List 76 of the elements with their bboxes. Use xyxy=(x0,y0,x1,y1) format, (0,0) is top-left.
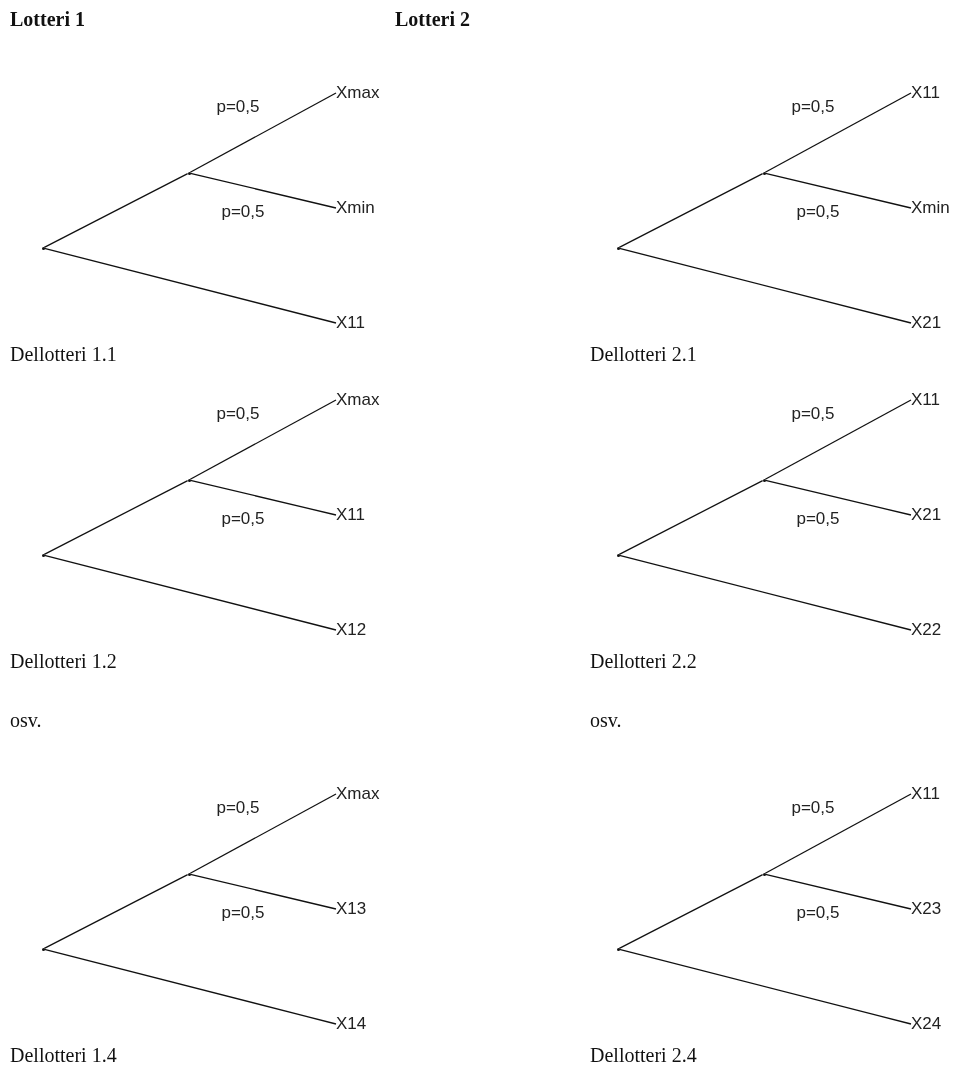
probability-label: p=0,5 xyxy=(794,509,842,528)
caption: Dellotteri 1.2 xyxy=(10,650,117,672)
branch-line xyxy=(764,793,912,874)
branch-line xyxy=(189,479,337,516)
branch-line xyxy=(764,172,912,209)
outcome-label: X11 xyxy=(911,390,940,410)
probability-label: p=0,5 xyxy=(789,799,837,817)
probability-label: p=0,5 xyxy=(214,799,262,817)
outcome-label: X23 xyxy=(911,899,942,919)
branch-point xyxy=(616,947,620,951)
probability-label: p=0,5 xyxy=(214,405,262,423)
branch-line xyxy=(43,874,189,949)
branch-line xyxy=(43,173,189,248)
probability-label: p=0,5 xyxy=(794,202,842,221)
outcome-label: Xmin xyxy=(911,198,950,218)
caption: Dellotteri 2.2 xyxy=(590,650,697,672)
heading: Lotteri 2 xyxy=(395,8,470,30)
branch-line xyxy=(618,480,764,555)
branch-line xyxy=(618,554,912,631)
branch-line xyxy=(618,948,912,1025)
branch-line xyxy=(189,399,337,480)
probability-label: p=0,5 xyxy=(219,903,267,922)
caption: Dellotteri 1.1 xyxy=(10,343,117,365)
outcome-label: Xmin xyxy=(336,198,375,218)
outcome-label: X21 xyxy=(911,505,942,525)
outcome-label: X11 xyxy=(336,313,365,333)
caption: osv. xyxy=(10,709,42,731)
branch-line xyxy=(43,480,189,555)
outcome-label: X21 xyxy=(911,313,942,333)
branch-point xyxy=(187,478,191,482)
outcome-label: X14 xyxy=(336,1014,367,1034)
probability-label: p=0,5 xyxy=(219,202,267,221)
outcome-label: X11 xyxy=(911,83,940,103)
branch-line xyxy=(764,873,912,910)
branch-point xyxy=(41,246,45,250)
caption: Dellotteri 2.1 xyxy=(590,343,697,365)
outcome-label: Xmax xyxy=(336,784,380,804)
branch-point xyxy=(41,947,45,951)
branch-point xyxy=(762,478,766,482)
probability-label: p=0,5 xyxy=(794,903,842,922)
branch-line xyxy=(764,399,912,480)
branch-point xyxy=(187,872,191,876)
branch-line xyxy=(764,479,912,516)
outcome-label: X12 xyxy=(336,620,367,640)
branch-line xyxy=(618,247,912,324)
branch-point xyxy=(762,171,766,175)
outcome-label: Xmax xyxy=(336,83,380,103)
outcome-label: X11 xyxy=(911,784,940,804)
branch-point xyxy=(616,553,620,557)
branch-line xyxy=(43,948,337,1025)
branch-point xyxy=(762,872,766,876)
branch-line xyxy=(618,173,764,248)
caption: Dellotteri 2.4 xyxy=(590,1044,697,1066)
branch-line xyxy=(43,554,337,631)
outcome-label: X13 xyxy=(336,899,367,919)
outcome-label: X11 xyxy=(336,505,365,525)
probability-label: p=0,5 xyxy=(789,405,837,423)
branch-line xyxy=(43,247,337,324)
outcome-label: X22 xyxy=(911,620,942,640)
branch-point xyxy=(616,246,620,250)
branch-line xyxy=(764,92,912,173)
branch-line xyxy=(189,793,337,874)
outcome-label: Xmax xyxy=(336,390,380,410)
caption: Dellotteri 1.4 xyxy=(10,1044,117,1066)
probability-label: p=0,5 xyxy=(214,98,262,116)
branch-line xyxy=(189,873,337,910)
caption: osv. xyxy=(590,709,622,731)
branch-line xyxy=(618,874,764,949)
heading: Lotteri 1 xyxy=(10,8,85,30)
probability-label: p=0,5 xyxy=(219,509,267,528)
branch-point xyxy=(41,553,45,557)
branch-line xyxy=(189,92,337,173)
probability-label: p=0,5 xyxy=(789,98,837,116)
outcome-label: X24 xyxy=(911,1014,942,1034)
branch-point xyxy=(187,171,191,175)
branch-line xyxy=(189,172,337,209)
